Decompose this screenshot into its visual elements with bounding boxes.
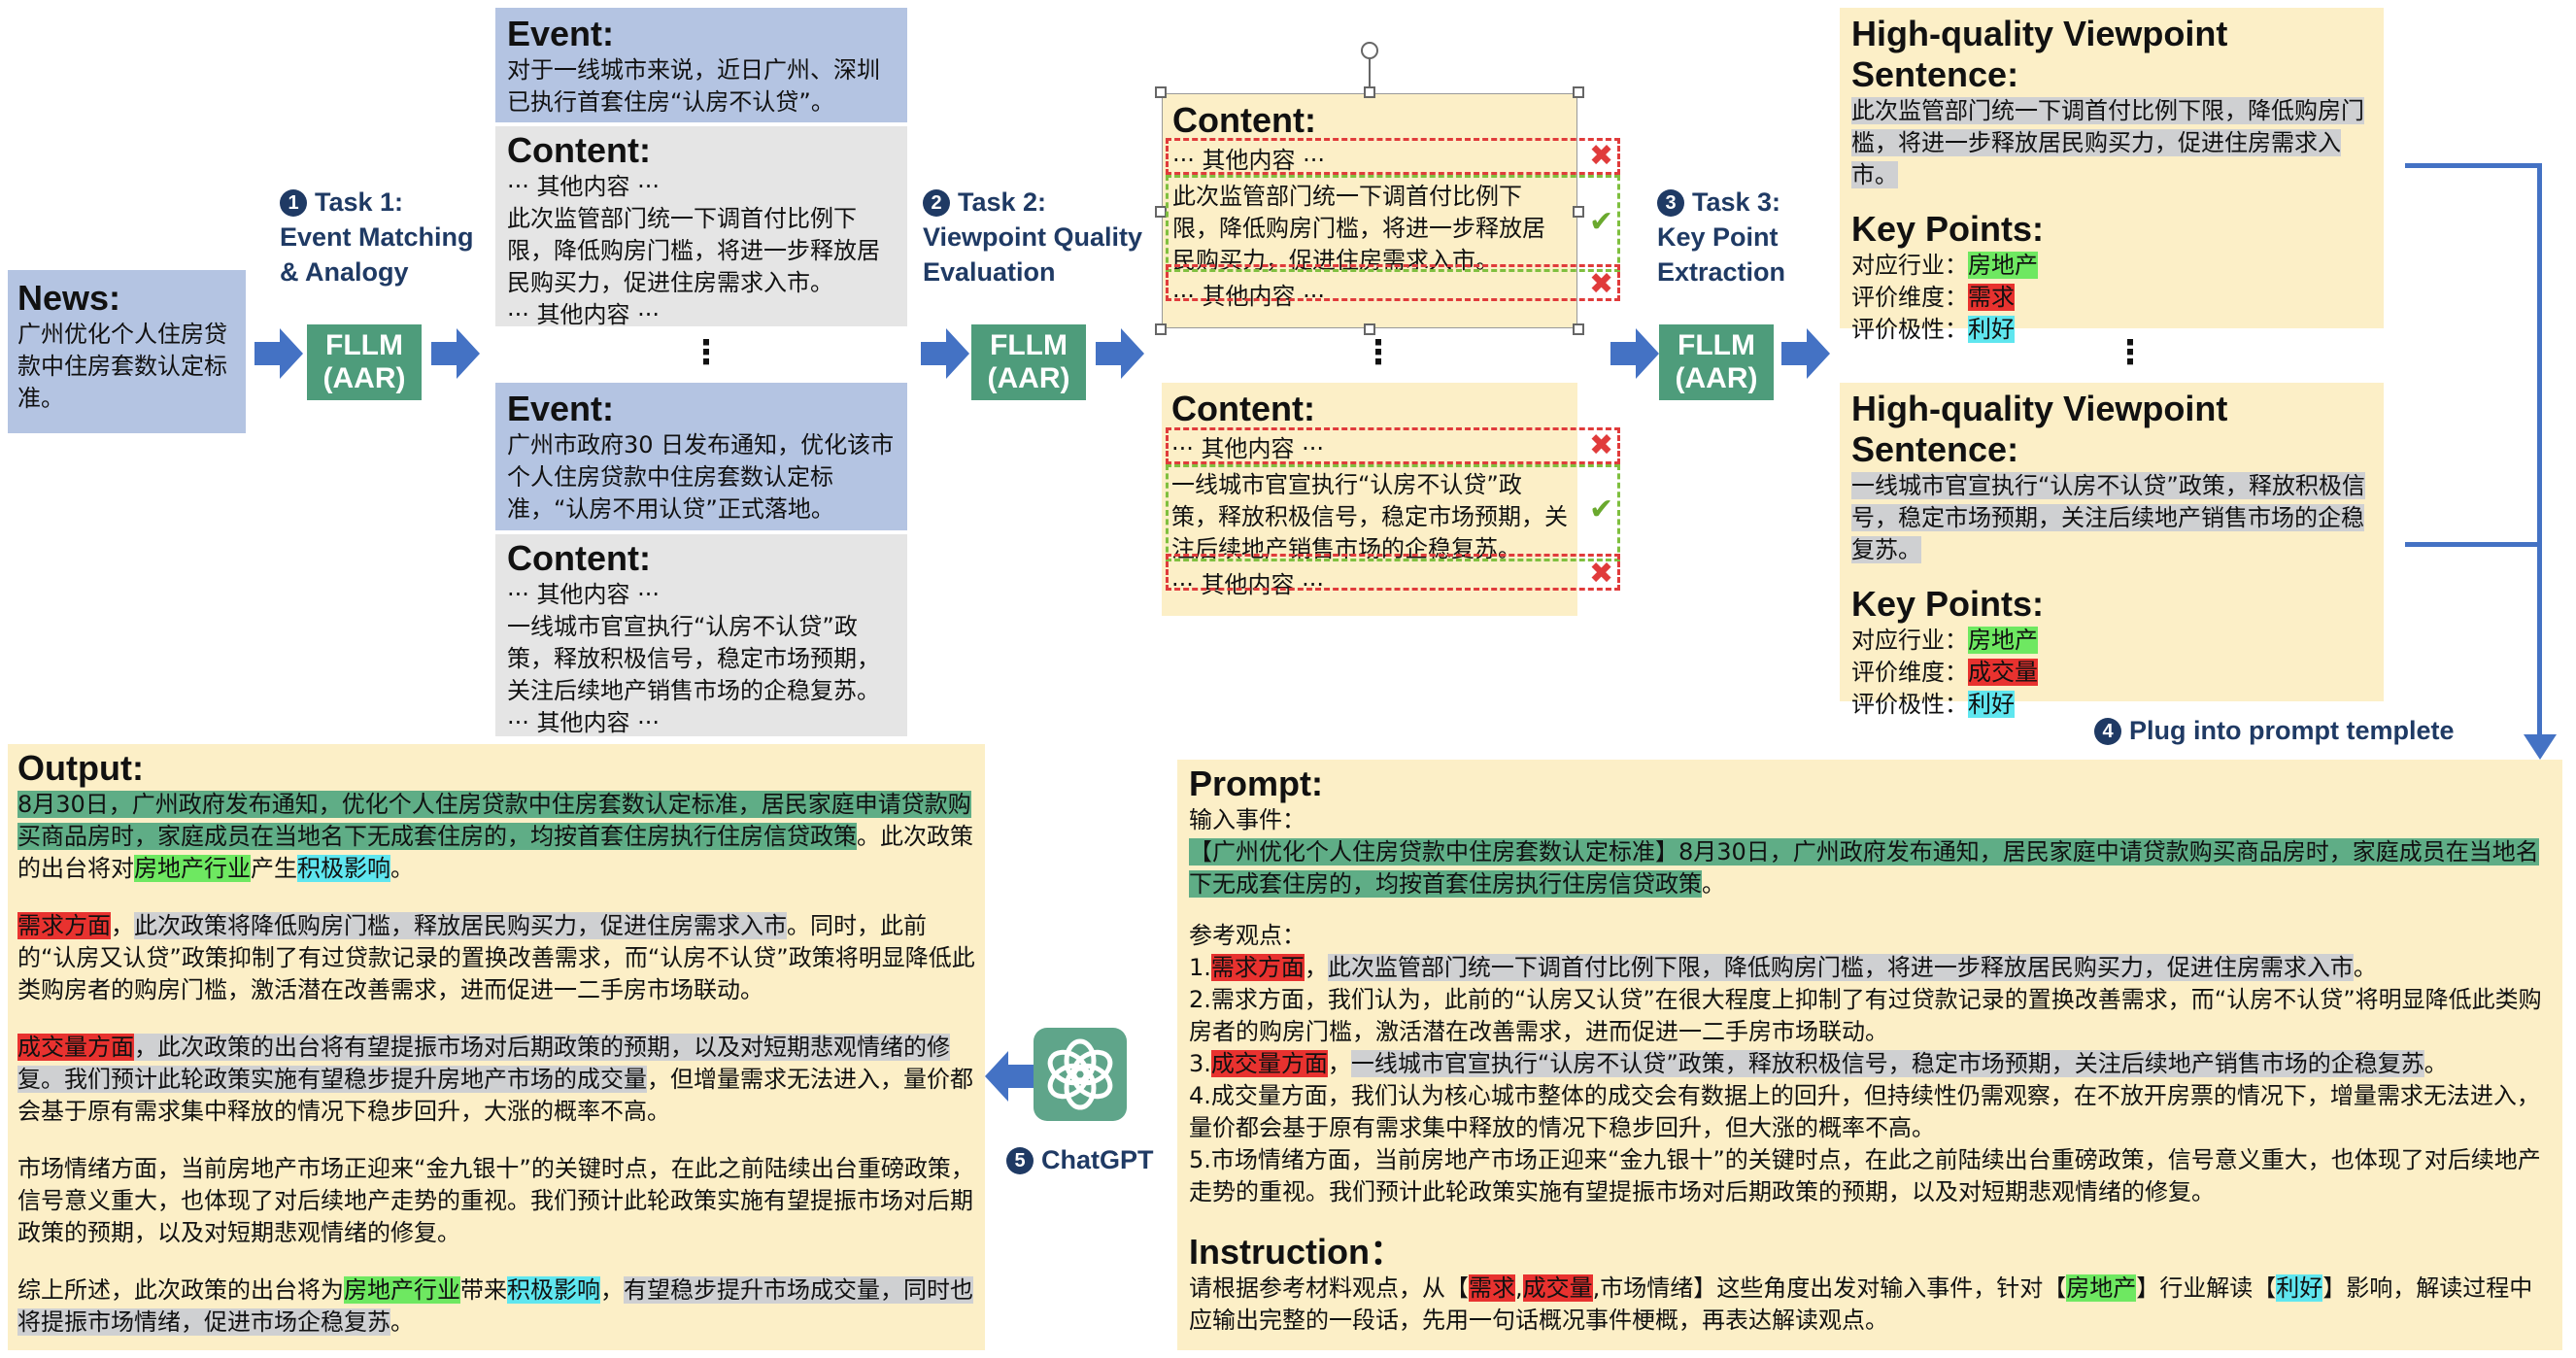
ellipsis-3: ⋮: [2114, 333, 2147, 372]
reject-frame: [1166, 138, 1620, 175]
instruction-text: 请根据参考材料观点，从【需求,成交量,市场情绪】这些角度出发对输入事件，针对【房…: [1189, 1274, 2533, 1334]
connector-line: [2405, 163, 2541, 168]
connector-line: [2537, 163, 2542, 742]
news-text: 广州优化个人住房贷款中住房套数认定标准。: [17, 321, 227, 412]
arrow-right-icon: [431, 328, 480, 379]
ellipsis-2: ⋮: [1362, 333, 1395, 372]
arrow-right-icon: [1781, 328, 1830, 379]
reject-icon: ✖: [1589, 557, 1614, 591]
arrow-down-icon: [2524, 734, 2557, 760]
hq-box-1: High-quality Viewpoint Sentence: 此次监管部门统…: [1840, 8, 2384, 343]
step-number-1: 1: [280, 189, 307, 217]
accept-icon: ✔: [1589, 492, 1614, 526]
reject-frame: [1166, 554, 1620, 591]
ref-1: 1.需求方面，此次监管部门统一下调首付比例下限，降低购房门槛，将进一步释放居民购…: [1189, 954, 2377, 981]
fllm-block-3: FLLM(AAR): [1659, 324, 1774, 400]
output-paragraph-5: 综上所述，此次政策的出台将为房地产行业带来积极影响，有望稳步提升市场成交量，同时…: [17, 1276, 973, 1336]
arrow-right-icon: [1096, 328, 1144, 379]
eval-box-2: Content: ··· 其他内容 ··· 一线城市官宣执行“认房不认贷”政策，…: [1162, 383, 1577, 616]
news-title: News:: [17, 278, 121, 318]
fllm-block-2: FLLM(AAR): [971, 324, 1086, 400]
ref-3: 3.成交量方面，一线城市官宣执行“认房不认贷”政策，释放积极信号，稳定市场预期，…: [1189, 1050, 2448, 1077]
fllm-block-1: FLLM(AAR): [307, 324, 422, 400]
accept-frame: [1166, 464, 1620, 561]
ref-5: 5.市场情绪方面，当前房地产市场正迎来“金九银十”的关键时点，在此之前陆续出台重…: [1189, 1146, 2541, 1205]
output-paragraph-1: 8月30日，广州政府发布通知，优化个人住房贷款中住房套数认定标准，居民家庭申请贷…: [17, 791, 973, 882]
selection-handles[interactable]: [1146, 37, 1593, 344]
chatgpt-logo: [1034, 1028, 1127, 1121]
arrow-right-icon: [921, 328, 969, 379]
step-number-5: 5: [1006, 1147, 1034, 1174]
output-box: Output: 8月30日，广州政府发布通知，优化个人住房贷款中住房套数认定标准…: [8, 744, 985, 1350]
reject-icon: ✖: [1589, 428, 1614, 462]
openai-icon: [1047, 1038, 1113, 1110]
step-number-2: 2: [923, 189, 950, 217]
ellipsis-1: ⋮: [690, 333, 723, 372]
prompt-input-event: 【广州优化个人住房贷款中住房套数认定标准】8月30日，广州政府发布通知，居民家庭…: [1189, 838, 2539, 898]
ref-2: 2.需求方面，我们认为，此前的“认房又认贷”在很大程度上抑制了有过贷款记录的置换…: [1189, 986, 2542, 1045]
step-number-4: 4: [2094, 718, 2121, 745]
reject-frame: [1166, 427, 1620, 464]
step-number-3: 3: [1657, 189, 1684, 217]
arrow-right-icon: [254, 328, 303, 379]
accept-frame: [1166, 175, 1620, 272]
news-box: News: 广州优化个人住房贷款中住房套数认定标准。: [8, 270, 246, 433]
output-paragraph-4: 市场情绪方面，当前房地产市场正迎来“金九银十”的关键时点，在此之前陆续出台重磅政…: [17, 1155, 974, 1246]
ref-4: 4.成交量方面，我们认为核心城市整体的成交会有数据上的回升，但持续性仍需观察，在…: [1189, 1082, 2540, 1141]
arrow-right-icon: [1610, 328, 1659, 379]
reject-frame: [1166, 264, 1620, 301]
event-box-1: Event: 对于一线城市来说，近日广州、深圳已执行首套住房“认房不认贷”。: [495, 8, 907, 122]
hq-box-2: High-quality Viewpoint Sentence: 一线城市官宣执…: [1840, 383, 2384, 718]
content-box-2: Content: ··· 其他内容 ··· 一线城市官宣执行“认房不认贷”政策，…: [495, 534, 907, 736]
content-box-1: Content: ··· 其他内容 ··· 此次监管部门统一下调首付比例下限，降…: [495, 126, 907, 328]
reject-icon: ✖: [1589, 267, 1614, 301]
eval-box-1: Content: ··· 其他内容 ··· 此次监管部门统一下调首付比例下限，降…: [1162, 93, 1577, 328]
accept-icon: ✔: [1589, 205, 1614, 239]
reject-icon: ✖: [1589, 139, 1614, 173]
connector-line: [2405, 542, 2541, 547]
event-box-2: Event: 广州市政府30 日发布通知，优化该市个人住房贷款中住房套数认定标准…: [495, 383, 907, 530]
output-paragraph-3: 成交量方面，此次政策的出台将有望提振市场对后期政策的预期，以及对短期悲观情绪的修…: [17, 1034, 973, 1125]
prompt-box: Prompt: 输入事件： 【广州优化个人住房贷款中住房套数认定标准】8月30日…: [1177, 760, 2562, 1350]
output-paragraph-2: 需求方面，此次政策将降低购房门槛，释放居民购买力，促进住房需求入市。同时，此前的…: [17, 912, 975, 1003]
arrow-left-icon: [985, 1051, 1034, 1102]
